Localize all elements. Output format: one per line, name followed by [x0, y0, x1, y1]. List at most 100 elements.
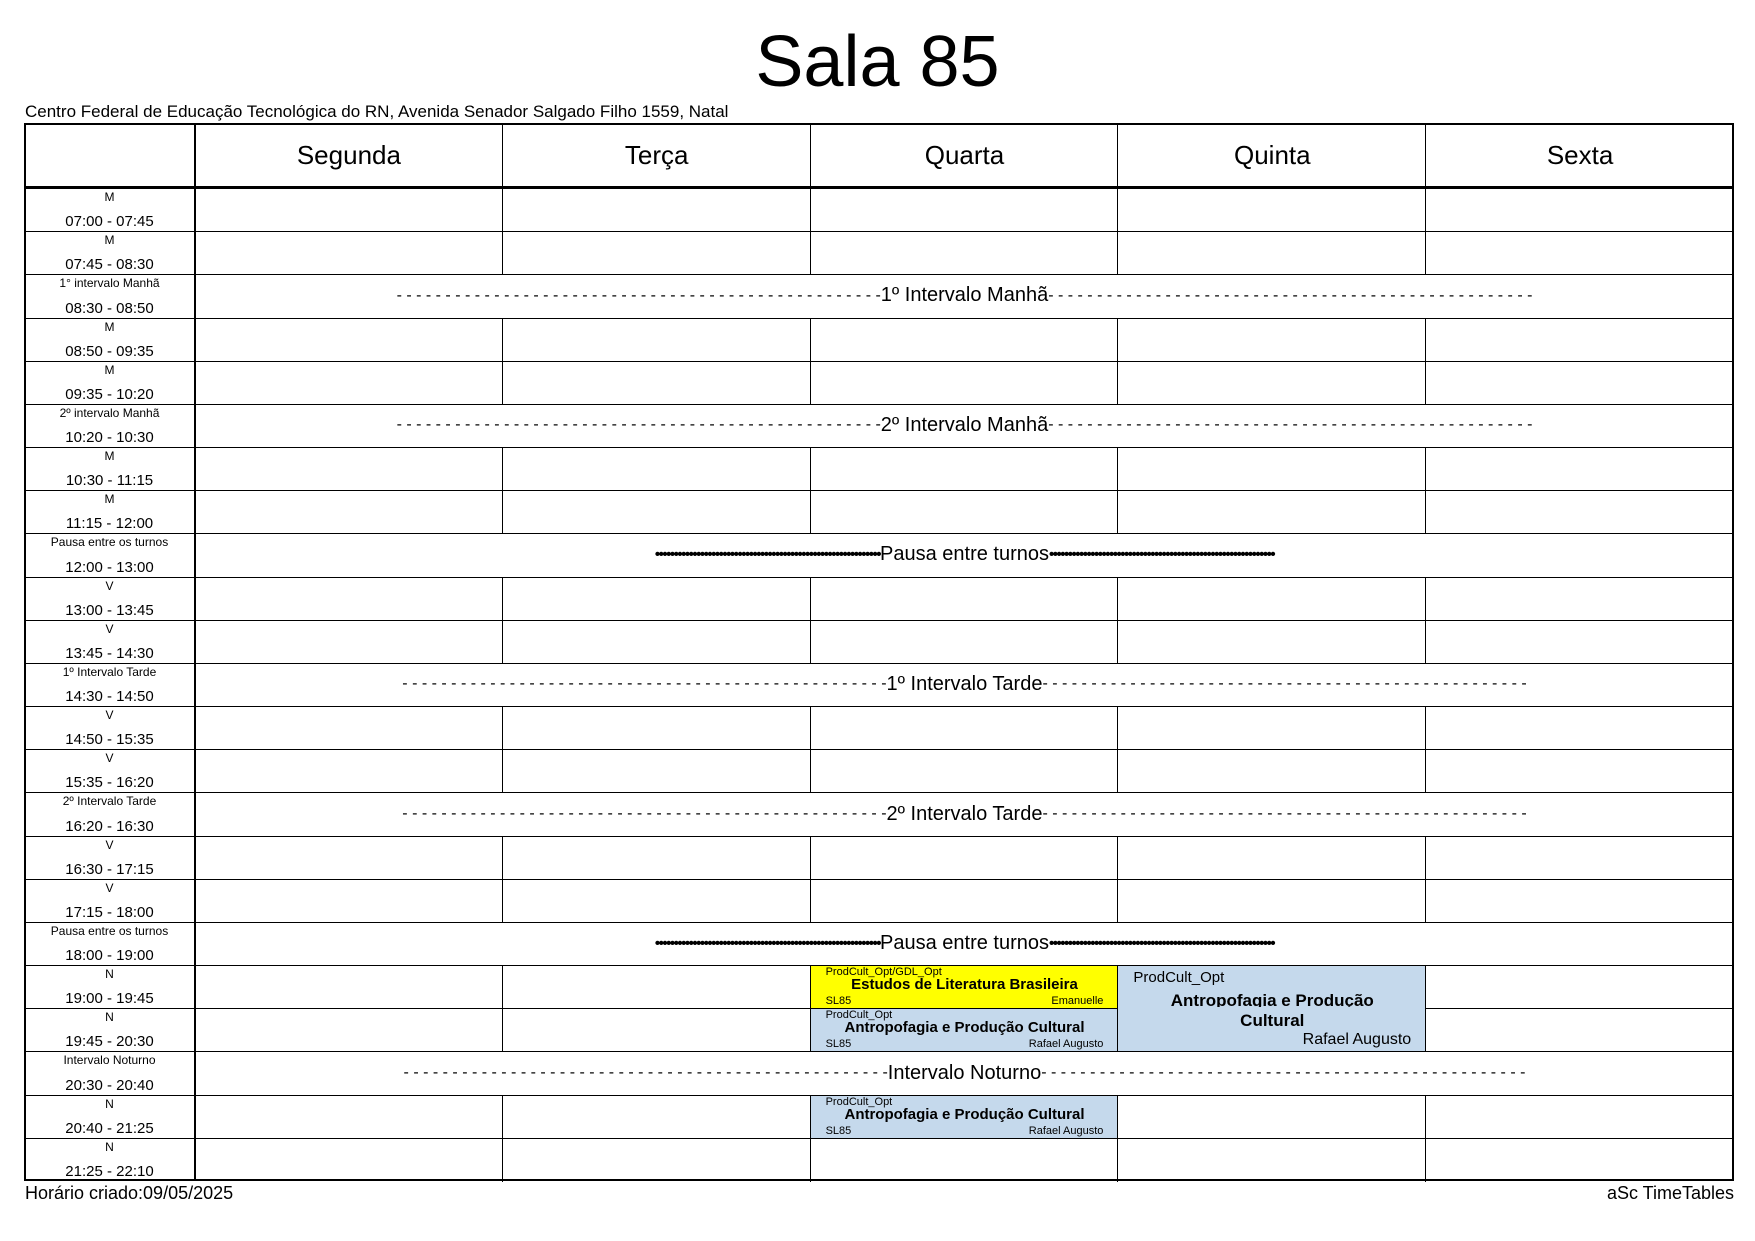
column-divider [810, 490, 811, 534]
slot-label: 2º intervalo Manhã [59, 405, 160, 420]
column-divider [502, 490, 503, 534]
time-slot: 1º Intervalo Tarde 14:30 - 14:50 [24, 663, 195, 706]
column-divider [502, 706, 503, 750]
slot-label: V [105, 837, 114, 852]
column-divider [810, 123, 811, 188]
slot-label: 1º Intervalo Tarde [62, 664, 157, 679]
lesson-subject: Estudos de Literatura Brasileira [851, 976, 1078, 994]
column-divider [1117, 1095, 1118, 1139]
slot-time: 13:00 - 13:45 [65, 601, 154, 619]
created-date: Horário criado:09/05/2025 [25, 1183, 234, 1203]
time-slot: 1° intervalo Manhã 08:30 - 08:50 [24, 274, 195, 317]
slot-label: 1° intervalo Manhã [59, 276, 160, 291]
row-divider [24, 1095, 1734, 1096]
row-divider [24, 836, 1734, 837]
slot-time: 19:00 - 19:45 [65, 990, 154, 1008]
break-row-label: ••••••••••••••••••••••••••••••••••••••••… [654, 543, 1276, 566]
row-divider [24, 1051, 1734, 1052]
lesson-teacher: Rafael Augusto [1028, 1038, 1104, 1051]
column-divider [1117, 231, 1118, 275]
lesson-teacher: Rafael Augusto [1028, 1124, 1104, 1137]
slot-time: 14:30 - 14:50 [65, 688, 154, 706]
slot-label: V [105, 621, 114, 636]
lesson-subject: Antropofagia e Produção Cultural [1170, 991, 1374, 1031]
column-divider [1117, 318, 1118, 362]
slot-label: M [104, 492, 115, 507]
row-divider [24, 274, 1734, 275]
time-slot: V 13:45 - 14:30 [24, 620, 195, 663]
column-divider [502, 749, 503, 793]
slot-label: M [104, 449, 115, 464]
slot-label: V [105, 751, 114, 766]
column-divider [1117, 879, 1118, 923]
column-divider [1117, 123, 1118, 188]
grid-border [24, 1179, 1734, 1181]
column-divider [502, 965, 503, 1009]
column-divider [1117, 447, 1118, 491]
row-divider [24, 490, 1734, 491]
column-divider [1117, 836, 1118, 880]
break-row-label: - - - - - - - - - - - - - - - - - - - - … [402, 672, 1527, 695]
row-divider [24, 792, 1734, 793]
column-divider [1425, 749, 1426, 793]
slot-time: 08:50 - 09:35 [65, 342, 154, 360]
slot-time: 10:20 - 10:30 [65, 429, 154, 447]
column-divider [1117, 361, 1118, 405]
slot-label: Pausa entre os turnos [50, 923, 169, 938]
grid-border [1732, 123, 1734, 1181]
column-divider [502, 318, 503, 362]
slot-time: 20:40 - 21:25 [65, 1119, 154, 1137]
slot-time: 13:45 - 14:30 [65, 644, 154, 662]
column-divider [1425, 836, 1426, 880]
span-cover [1118, 1007, 1426, 1010]
slot-label: V [105, 578, 114, 593]
slot-time: 08:30 - 08:50 [65, 299, 154, 317]
app-credit: aSc TimeTables [1606, 1183, 1734, 1203]
column-divider [502, 879, 503, 923]
slot-label: N [105, 1139, 114, 1154]
lesson-group: ProdCult_Opt [1133, 969, 1225, 987]
column-divider [1425, 447, 1426, 491]
column-divider [502, 123, 503, 188]
row-divider [24, 1008, 1734, 1009]
lesson-room: SL85 [825, 995, 852, 1008]
row-divider [24, 404, 1734, 405]
column-divider [1117, 965, 1118, 1009]
day-header: Segunda [296, 140, 401, 170]
column-divider [1425, 1095, 1426, 1139]
column-divider [1425, 361, 1426, 405]
column-divider [810, 706, 811, 750]
school-address: Centro Federal de Educação Tecnológica d… [25, 102, 729, 121]
grid-border [24, 123, 26, 1181]
column-divider [1425, 318, 1426, 362]
grid-border [24, 123, 1734, 125]
row-divider [24, 965, 1734, 966]
row-divider [24, 620, 1734, 621]
column-divider [1117, 1138, 1118, 1182]
row-divider [24, 922, 1734, 923]
column-divider [1117, 706, 1118, 750]
slot-label: M [104, 362, 115, 377]
row-divider [24, 361, 1734, 362]
time-slot: V 13:00 - 13:45 [24, 577, 195, 620]
slot-label: M [104, 233, 115, 248]
slot-label: V [105, 880, 114, 895]
break-row-label: - - - - - - - - - - - - - - - - - - - - … [402, 802, 1527, 825]
row-divider [24, 231, 1734, 232]
column-divider [810, 879, 811, 923]
lesson-teacher: Rafael Augusto [1302, 1031, 1412, 1049]
day-header: Sexta [1546, 140, 1614, 170]
column-divider [502, 836, 503, 880]
column-divider [1425, 965, 1426, 1009]
